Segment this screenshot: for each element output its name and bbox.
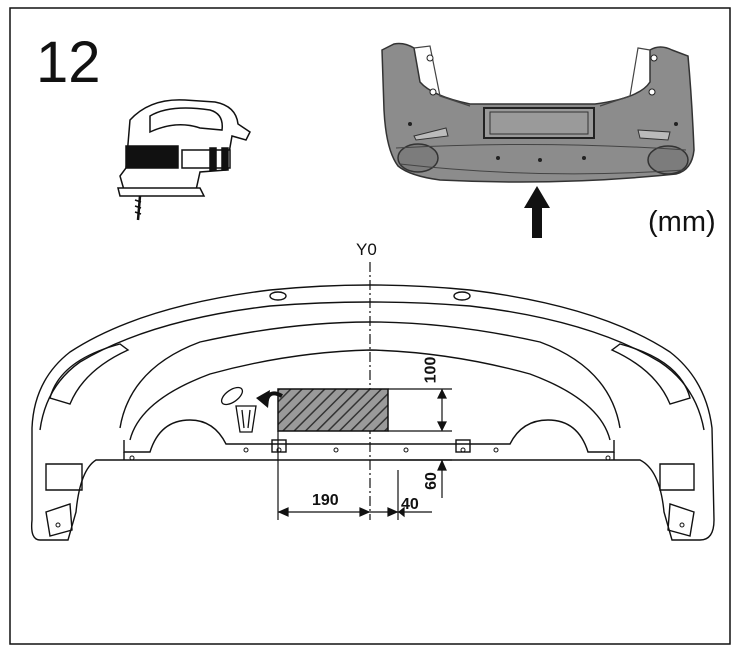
rotate-arrow-icon bbox=[256, 390, 283, 408]
y0-axis-label: Y0 bbox=[356, 240, 377, 259]
panel-border bbox=[9, 7, 731, 645]
dimension-left-offset: 190 bbox=[312, 492, 339, 509]
dimension-bottom-offset: 60 bbox=[422, 472, 440, 490]
step-number: 12 bbox=[36, 30, 101, 95]
dimension-lines bbox=[277, 388, 452, 520]
dimension-cut-height: 100 bbox=[422, 356, 440, 384]
rear-bumper-view bbox=[381, 42, 695, 183]
up-arrow-icon bbox=[524, 186, 550, 238]
cut-area bbox=[277, 388, 389, 432]
jigsaw-icon bbox=[117, 99, 251, 221]
bumper-outline bbox=[30, 284, 715, 541]
unit-label: (mm) bbox=[648, 206, 716, 238]
dimension-right-offset: 40 bbox=[401, 496, 419, 513]
clip-removal-icon bbox=[220, 386, 257, 433]
